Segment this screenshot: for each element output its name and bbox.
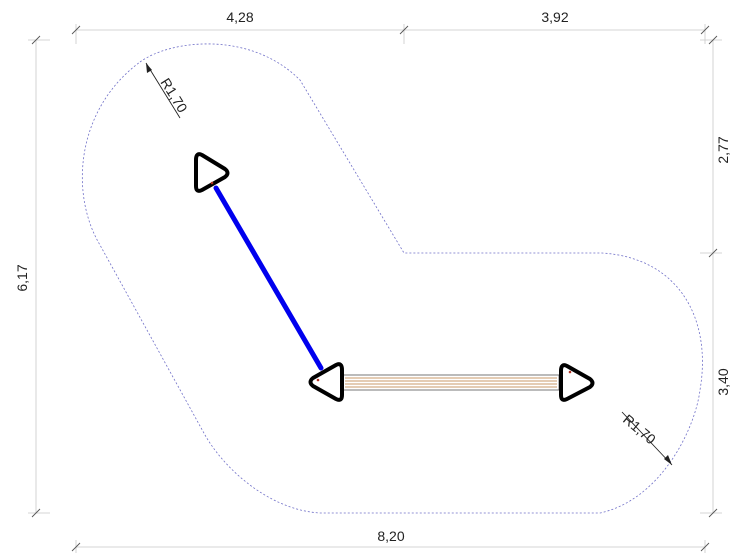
- dimension-left: 6,17: [14, 35, 50, 518]
- radius-leader-top-left: R1,70: [145, 62, 191, 119]
- post-right: [559, 363, 595, 402]
- post-middle: [308, 362, 344, 402]
- dimension-bottom-label: 8,20: [377, 528, 404, 544]
- radius-bottom-right-label: R1,70: [620, 411, 659, 447]
- safety-zone-outline: [82, 43, 703, 514]
- radius-leader-bottom-right: R1,70: [620, 411, 673, 466]
- ladder-bridge: [342, 374, 560, 391]
- dimension-bottom: 8,20: [71, 528, 710, 553]
- dimension-right-lower-label: 3,40: [715, 368, 731, 395]
- dimension-top: 4,28 3,92: [71, 9, 710, 44]
- dimension-right: 2,77 3,40: [700, 35, 731, 518]
- dimension-top-right-label: 3,92: [541, 9, 568, 25]
- dimension-right-upper-label: 2,77: [715, 136, 731, 163]
- dimension-left-label: 6,17: [14, 264, 30, 291]
- radius-top-left-label: R1,70: [157, 75, 190, 115]
- dimension-top-left-label: 4,28: [226, 9, 253, 25]
- post-top-left: [194, 152, 230, 193]
- rope: [213, 185, 324, 371]
